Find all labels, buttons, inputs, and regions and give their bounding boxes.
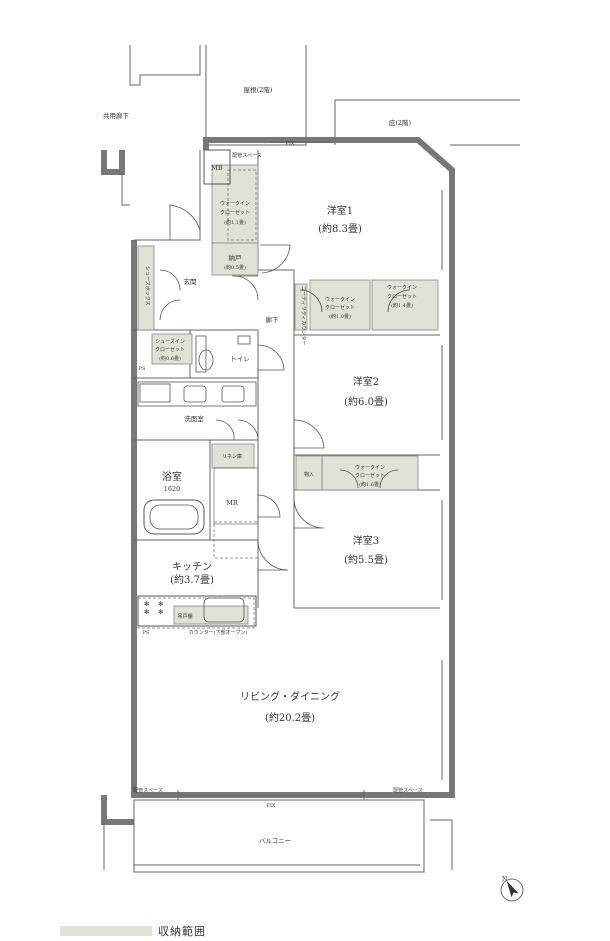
pipe-space-top-label: 配管スペース	[232, 152, 261, 159]
stove-burners: ✻ ✻ ✻ ✻	[144, 600, 164, 616]
pipe-space-br-label: 配管スペース	[393, 787, 422, 794]
wic1-area	[211, 164, 259, 244]
eaves-label: 庇(2階)	[389, 118, 412, 127]
wic1-line2: クローゼット	[220, 209, 250, 216]
utility-counter-area	[294, 283, 308, 331]
ps1-label: PS	[139, 366, 146, 372]
north-arrow-icon: N	[500, 876, 524, 902]
shoes-box-area	[137, 245, 155, 331]
ps2-label: PS	[143, 630, 150, 636]
nando-size: (約0.5畳)	[224, 264, 246, 271]
north-label: N	[502, 876, 507, 883]
wic1-line1: ウォークイン	[220, 200, 250, 207]
yoshitsu1-name: 洋室1	[327, 204, 353, 217]
wic4-line2: クローゼット	[355, 472, 385, 479]
roof-label: 屋根(2階)	[244, 85, 273, 94]
yoshitsu2-size: (約6.0畳)	[344, 395, 388, 408]
wic3-area	[371, 279, 439, 331]
misc-labels: 共用廊下 屋根(2階) 庇(2階) FIX FIX 配管スペース 配管スペース …	[103, 85, 423, 809]
roof-area	[129, 45, 520, 146]
bath-name: 浴室	[162, 470, 182, 483]
kitchen-counter	[137, 595, 257, 627]
bathtub	[143, 499, 205, 535]
fix-top-label: FIX	[285, 141, 294, 147]
toilet-label: トイレ	[230, 355, 250, 363]
shared-corridor-label: 共用廊下	[103, 111, 130, 120]
legend-text: 収納範囲	[158, 925, 206, 938]
washroom-label: 洗面室	[184, 414, 204, 423]
svg-text:✻: ✻	[158, 600, 164, 608]
monoire-area	[295, 455, 323, 491]
wic4-size: (約1.6畳)	[359, 481, 381, 488]
yoshitsu3-size: (約5.5畳)	[344, 553, 388, 566]
fix-bottom-label: FIX	[266, 803, 275, 809]
legend-swatch	[60, 926, 152, 936]
shoes-in-line1: シューズイン	[155, 338, 185, 345]
monoire-label: 物入	[304, 471, 314, 478]
storage-areas	[137, 164, 439, 625]
legend: 収納範囲	[60, 924, 206, 938]
wic1-size: (約1.1畳)	[224, 219, 246, 226]
wic2-line2: クローゼット	[325, 304, 355, 311]
kitchen-name: キッチン	[172, 561, 212, 573]
svg-text:✻: ✻	[158, 608, 164, 616]
room-labels: 洋室1 (約8.3畳) 洋室2 (約6.0畳) 洋室3 (約5.5畳) キッチン…	[162, 164, 388, 845]
wic2-area	[309, 279, 371, 331]
bath-size: 1620	[164, 485, 181, 493]
living-name: リビング・ダイニング	[240, 690, 340, 703]
interior-walls	[134, 150, 440, 609]
utility-counter-label: ユーティリティカウンター	[300, 286, 307, 345]
nando-area	[211, 242, 259, 276]
counter-label: カウンター(下部オープン)	[189, 629, 248, 636]
wic4-area	[321, 455, 419, 491]
entrance-label: 玄関	[184, 277, 197, 286]
mr-label: MR	[226, 499, 239, 507]
shoes-in-line2: クローゼット	[155, 346, 185, 353]
shared-corridor-walls	[101, 150, 134, 870]
mb-label: MB	[211, 164, 223, 172]
corridor-label: 廊下	[266, 315, 280, 324]
yoshitsu2-name: 洋室2	[353, 375, 379, 388]
tsuribana-area	[173, 605, 249, 625]
living-size: (約20.2畳)	[265, 711, 315, 724]
nando-name: 納戸	[229, 253, 243, 262]
linen-area	[211, 443, 255, 469]
linen-label: リネン庫	[222, 453, 242, 460]
wic2-line1: ウォークイン	[325, 296, 355, 303]
wic2-size: (約1.0畳)	[329, 313, 351, 320]
wic3-size: (約1.4畳)	[391, 302, 413, 309]
balcony-label: バルコニー	[259, 837, 291, 845]
wic3-line1: ウォークイン	[387, 284, 417, 291]
storage-labels: ウォークイン クローゼット (約1.1畳) 納戸 (約0.5畳) ウォークイン …	[144, 200, 417, 620]
kitchen-size: (約3.7畳)	[170, 573, 214, 586]
pipe-space-bl-label: 配管スペース	[133, 787, 162, 794]
exterior-walls	[131, 137, 455, 873]
tsuribana-label: 吊戸棚	[177, 613, 192, 620]
shoes-in-size: (約0.6畳)	[159, 355, 181, 362]
balcony	[133, 790, 425, 873]
svg-text:✻: ✻	[144, 608, 150, 616]
yoshitsu1-size: (約8.3畳)	[318, 222, 362, 235]
yoshitsu3-name: 洋室3	[353, 534, 379, 547]
sink	[203, 597, 245, 623]
shoes-in-area	[151, 333, 193, 365]
doors	[159, 204, 411, 571]
wic3-line2: クローゼット	[387, 293, 417, 300]
washbasin-counter	[137, 381, 257, 407]
svg-text:✻: ✻	[144, 600, 150, 608]
shoes-box-label: シューズボックス	[144, 266, 151, 306]
mr-room	[213, 467, 259, 525]
fixtures	[137, 149, 259, 627]
mb-box	[203, 149, 231, 185]
wic4-line1: ウォークイン	[355, 464, 385, 471]
